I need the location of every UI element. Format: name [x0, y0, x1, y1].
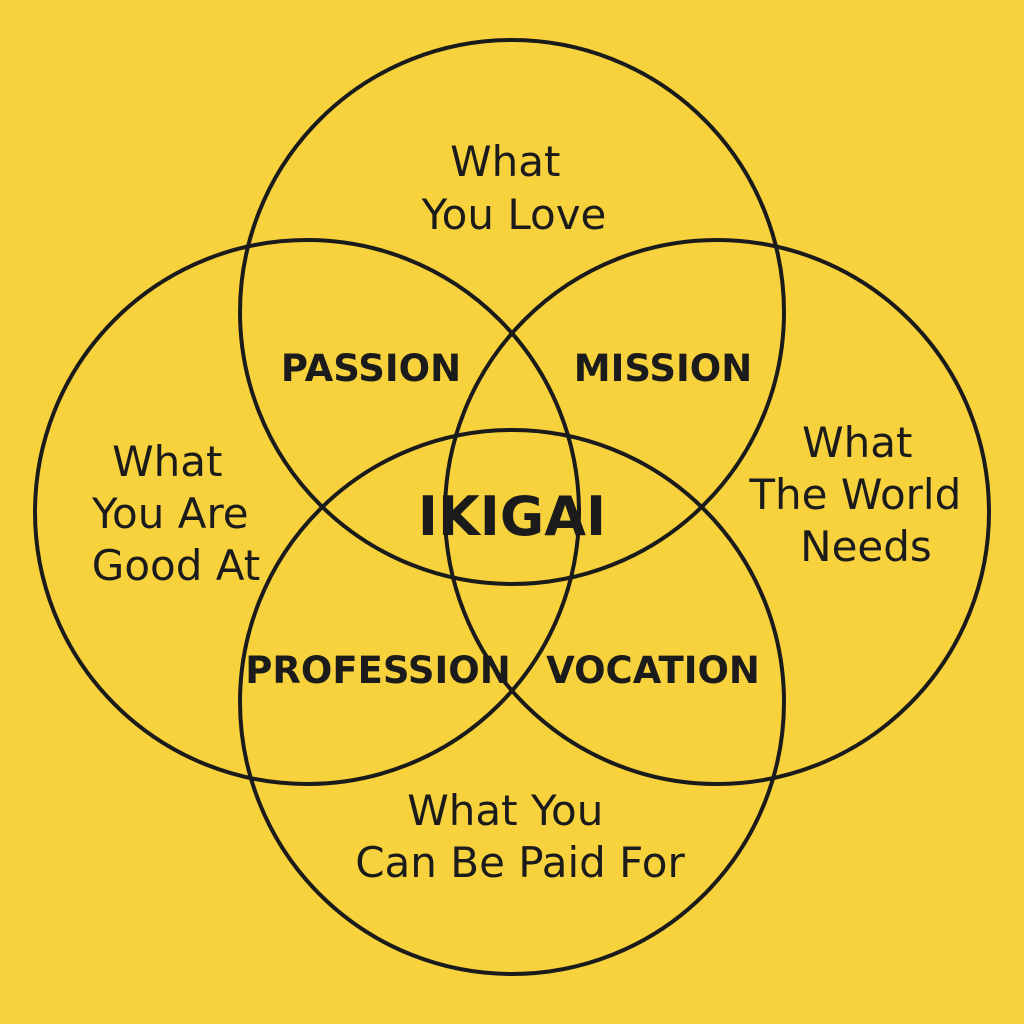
- label-good-at-line2: You Are: [91, 489, 249, 538]
- label-vocation: VOCATION: [546, 649, 760, 692]
- label-what-you-love-line2: You Love: [421, 190, 607, 239]
- circle-what-you-love: [238, 38, 786, 586]
- label-world-needs-line2: The World: [748, 470, 961, 519]
- label-paid-for-line2: Can Be Paid For: [355, 838, 685, 887]
- label-profession: PROFESSION: [245, 649, 510, 692]
- label-what-you-love-line1: What: [450, 137, 560, 186]
- circle-what-you-are-good-at: [33, 238, 581, 786]
- label-what-you-can-be-paid-for: What You Can Be Paid For: [355, 786, 685, 887]
- label-what-the-world-needs: What The World Needs: [748, 418, 974, 571]
- label-what-you-love: What You Love: [421, 137, 607, 239]
- label-world-needs-line1: What: [802, 418, 912, 467]
- label-mission: MISSION: [574, 347, 752, 390]
- label-world-needs-line3: Needs: [800, 522, 932, 571]
- label-passion: PASSION: [281, 347, 461, 390]
- label-good-at-line1: What: [112, 437, 222, 486]
- circle-what-you-can-be-paid-for: [238, 428, 786, 976]
- label-paid-for-line1: What You: [407, 786, 603, 835]
- label-what-you-are-good-at: What You Are Good At: [91, 437, 262, 590]
- label-ikigai-center: IKIGAI: [418, 485, 606, 548]
- label-good-at-line3: Good At: [92, 541, 260, 590]
- circle-what-the-world-needs: [443, 238, 991, 786]
